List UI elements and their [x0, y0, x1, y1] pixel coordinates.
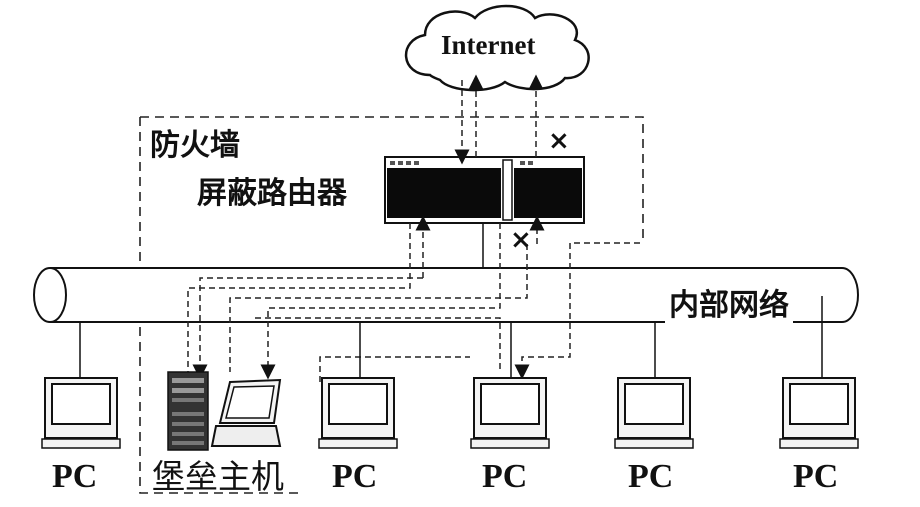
- internal-network-pipe: [33, 267, 859, 323]
- pc-icon-1: [41, 377, 121, 449]
- traffic-paths: [187, 74, 640, 382]
- pc-icon-2: [318, 377, 398, 449]
- pc-icon-4: [614, 377, 694, 449]
- pc-label-2: PC: [332, 458, 378, 495]
- firewall-boundary: [139, 116, 644, 494]
- pc-label-5: PC: [793, 458, 839, 495]
- pc-label-1: PC: [52, 458, 98, 495]
- server-tower-icon: [167, 371, 209, 451]
- pc-icon-3: [470, 377, 550, 449]
- firewall-label: 防火墙: [150, 128, 240, 163]
- blocked-mark-lower: ×: [510, 225, 532, 255]
- router-label: 屏蔽路由器: [197, 176, 347, 211]
- internet-label: Internet: [441, 30, 536, 60]
- screening-router: [384, 156, 585, 224]
- pc-label-4: PC: [628, 458, 674, 495]
- laptop-icon: [210, 378, 282, 447]
- drop-lines: [79, 296, 823, 378]
- bastion-host-label: 堡垒主机: [152, 457, 284, 496]
- network-label: 内部网络: [665, 280, 793, 324]
- pc-label-3: PC: [482, 458, 528, 495]
- pc-icon-5: [779, 377, 859, 449]
- blocked-mark-upper: ×: [548, 126, 570, 156]
- internet-cloud: [404, 4, 590, 92]
